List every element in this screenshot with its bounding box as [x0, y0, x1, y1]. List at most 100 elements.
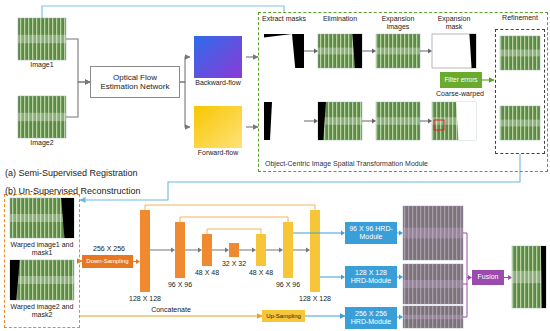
- skip-connection: [145, 205, 315, 210]
- arrow-line: [362, 51, 373, 52]
- eliminated-area: [352, 34, 362, 68]
- arrow-head: [314, 119, 318, 124]
- photo-sign: [18, 113, 66, 121]
- node-text: Image1: [18, 61, 66, 69]
- node-text: Warped image2 and mask2: [7, 303, 77, 319]
- flow-image: Forward-flow: [190, 106, 246, 158]
- annotation-label: 256 X 256: [93, 245, 125, 253]
- annotation-label: Coarse-warped: [436, 90, 484, 98]
- arrow-head: [279, 248, 283, 253]
- node-text: Object-Centric Image Spatial Transformat…: [265, 160, 428, 168]
- arrow-line: [320, 277, 342, 278]
- feature-bar: [283, 222, 293, 278]
- arrow-line: [185, 250, 199, 251]
- arrow-head: [252, 248, 256, 253]
- photo: [432, 102, 476, 140]
- photo: [10, 260, 74, 300]
- arrow-line: [212, 250, 226, 251]
- arrow-line: [293, 233, 342, 234]
- connector: [180, 82, 190, 127]
- photo-sign: [376, 48, 420, 55]
- arrow-head: [399, 315, 403, 320]
- photo: [512, 246, 546, 308]
- connector: [80, 154, 520, 200]
- node-text: 96 X 96 HRD-Module: [348, 225, 394, 241]
- annotation-label: Extract masks: [262, 15, 306, 23]
- annotation-label: 48 X 48: [249, 269, 273, 277]
- photo: [318, 102, 362, 140]
- photo: [500, 106, 540, 140]
- connector: [66, 39, 90, 82]
- photo: [18, 18, 66, 60]
- feature-bar: [256, 234, 266, 266]
- annotation-label: 96 X 96: [276, 281, 300, 289]
- photo: [10, 198, 74, 238]
- feature-bar: [175, 222, 185, 278]
- annotation-label: Expansion mask: [432, 15, 476, 31]
- arrow-line: [304, 121, 315, 122]
- node-text: Down-Sampling: [86, 258, 128, 265]
- photo-sign: [512, 271, 546, 283]
- arrow-head: [225, 248, 229, 253]
- fusion-box: Fusion: [472, 270, 504, 285]
- network-box: Optical Flow Estimation Network: [90, 66, 180, 98]
- annotation-label: Expansion images: [376, 15, 420, 31]
- arrow-head: [399, 231, 403, 236]
- photo: [403, 264, 463, 304]
- feature-bar: [229, 243, 239, 257]
- annotation-label: Elimination: [323, 15, 357, 23]
- input-image: Image1: [18, 18, 66, 70]
- connector: [80, 315, 262, 316]
- connector: [305, 315, 345, 316]
- arrow-head: [399, 275, 403, 280]
- annotation-label: 48 X 48: [195, 269, 219, 277]
- refinement-frame: [495, 29, 545, 154]
- photo: [500, 36, 540, 70]
- mask-shape: [264, 34, 295, 68]
- mask-shape: [10, 260, 20, 300]
- arrow-line: [304, 51, 315, 52]
- feature-bar: [140, 210, 150, 292]
- mask-shape: [61, 198, 74, 238]
- section-caption: (b) Un-Supervised Reconstruction: [5, 186, 141, 197]
- arrow-head: [136, 259, 140, 264]
- connector: [246, 56, 258, 57]
- arrow-line: [266, 250, 280, 251]
- merge-line: [463, 233, 467, 317]
- hrd-module: 256 X 256 HRD-Module: [345, 307, 397, 329]
- feature-bar: [310, 210, 320, 292]
- eliminated-area: [318, 102, 326, 140]
- annotation-label: 96 X 96: [168, 281, 192, 289]
- annotation-label: 32 X 32: [222, 260, 246, 268]
- node-text: Fusion: [477, 273, 498, 281]
- sampling-box: Up-Sampling: [262, 310, 305, 322]
- error-mark: [434, 120, 444, 130]
- photo-sign: [500, 50, 540, 57]
- photo: [318, 34, 362, 68]
- mask-shape: [469, 34, 476, 68]
- arrow-line: [420, 51, 429, 52]
- arrow-head: [428, 119, 432, 124]
- mask-shape: [270, 102, 304, 140]
- connector: [180, 57, 190, 82]
- photo-sign: [18, 35, 66, 43]
- filter-box: Filter errors: [440, 72, 482, 88]
- arrow-line: [362, 121, 373, 122]
- skip-connection: [180, 217, 288, 222]
- input-image: Image2: [18, 96, 66, 148]
- refinement-group: Refinement: [494, 14, 546, 154]
- node-text: Up-Sampling: [266, 313, 301, 320]
- annotation-label: 128 X 128: [129, 295, 161, 303]
- mask-ground: [264, 34, 304, 68]
- photo: [18, 96, 66, 138]
- arrow-line: [293, 250, 307, 251]
- arrow-head: [372, 49, 376, 54]
- photo-sign: [10, 276, 74, 284]
- skip-connection: [207, 229, 261, 234]
- photo: [403, 306, 463, 328]
- merge-line: [463, 284, 467, 285]
- mask-shape: [541, 246, 546, 308]
- feature-bar: [202, 234, 212, 266]
- arrow-head: [171, 248, 175, 253]
